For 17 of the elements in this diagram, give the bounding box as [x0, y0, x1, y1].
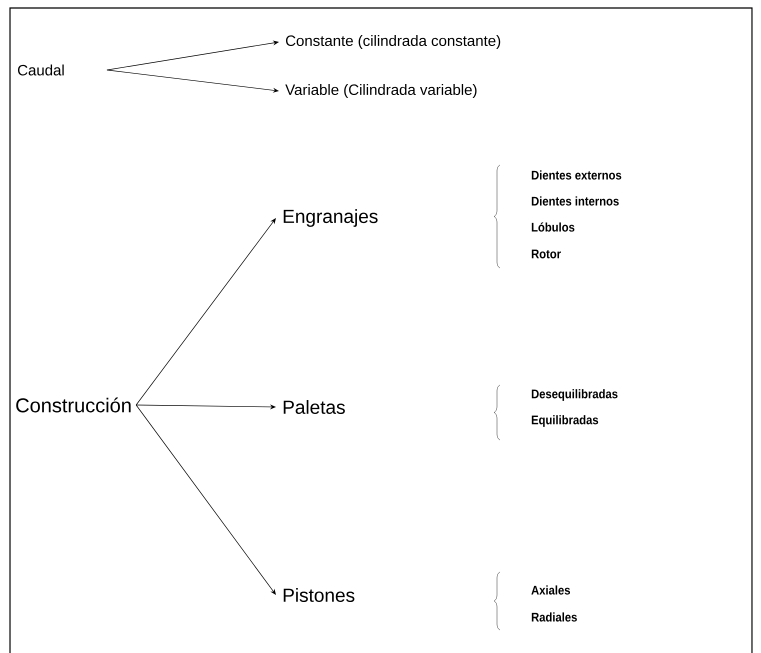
list-item: Desequilibradas [532, 389, 618, 401]
arrow [136, 218, 276, 406]
list-item: Dientes internos [532, 196, 619, 206]
list-item: Lóbulos [532, 222, 574, 232]
list-item: Axiales [531, 585, 570, 595]
list-item: Rotor [532, 250, 561, 258]
arrow [136, 404, 276, 595]
list-item: Equilibradas [532, 415, 598, 427]
branch-label: Pistones [284, 588, 354, 602]
list-item: Radiales [532, 612, 577, 622]
branch-label: Engranajes [284, 209, 378, 227]
branch-label: Paletas [284, 400, 345, 414]
branch-label: Caudal [18, 64, 64, 76]
list-item: Dientes externos [532, 170, 622, 180]
branch-label: Construcción [16, 398, 131, 412]
branch-label: Variable (Cilindrada variable) [285, 84, 477, 98]
branch-label: Constante (cilindrada constante) [286, 35, 500, 49]
